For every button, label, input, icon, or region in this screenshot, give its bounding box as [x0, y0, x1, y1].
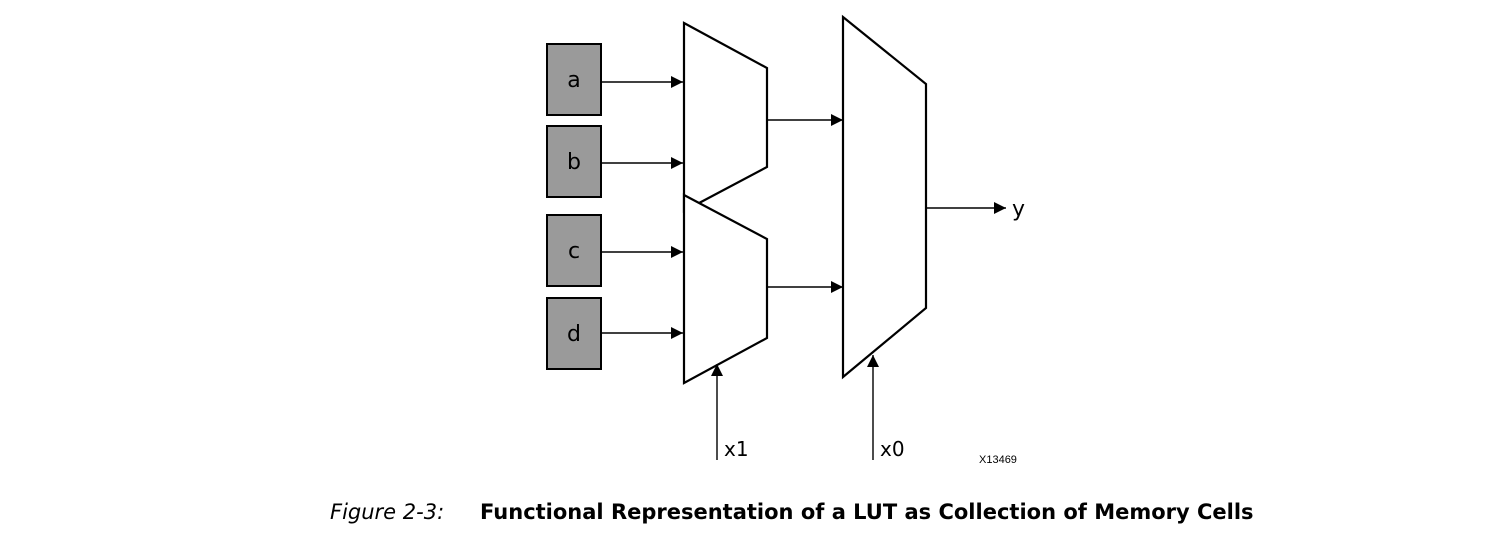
mux-top — [682, 21, 769, 213]
memory-cell-label: a — [567, 68, 580, 93]
select-label-x0: x0 — [880, 437, 905, 461]
memory-cell-c: c — [546, 214, 602, 287]
lut-diagram: a b c d y x1 x0 X13469 — [546, 14, 1025, 466]
figure-id: X13469 — [979, 454, 1017, 466]
figure-caption: Figure 2-3: Functional Representation of … — [330, 500, 1254, 524]
output-label: y — [1012, 197, 1025, 222]
memory-cell-d: d — [546, 297, 602, 370]
caption-title: Functional Representation of a LUT as Co… — [480, 500, 1254, 524]
memory-cell-label: d — [567, 322, 581, 347]
mux-final — [841, 14, 928, 380]
select-label-x1: x1 — [724, 437, 749, 461]
memory-cell-b: b — [546, 125, 602, 198]
memory-cell-label: c — [568, 239, 580, 264]
memory-cell-a: a — [546, 43, 602, 116]
caption-number: Figure 2-3: — [330, 500, 445, 524]
memory-cell-label: b — [567, 150, 581, 175]
mux-bottom — [682, 193, 769, 385]
